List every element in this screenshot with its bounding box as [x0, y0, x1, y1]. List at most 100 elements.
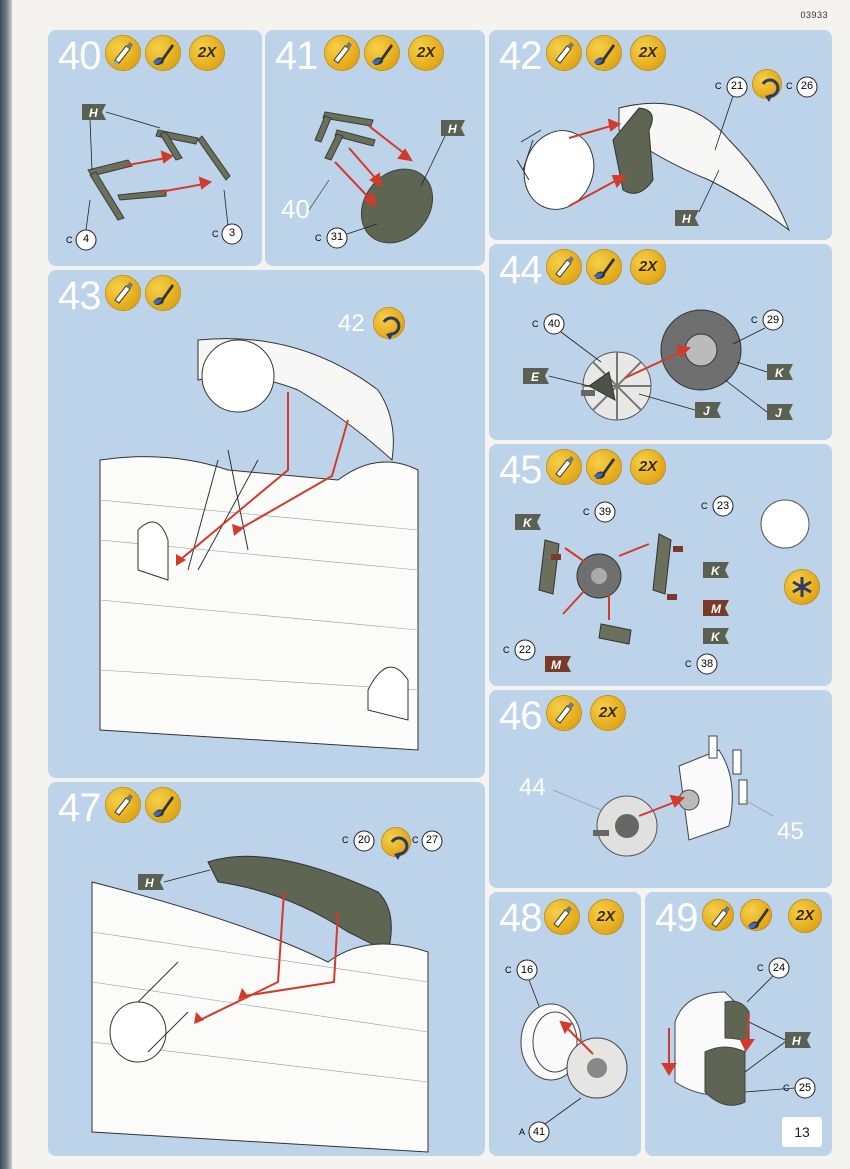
part-letter: C — [701, 501, 708, 511]
glue-icon — [547, 250, 581, 284]
step-42-illustration: H — [516, 76, 818, 232]
step-40-illustration: H — [75, 104, 243, 251]
svg-text:H: H — [682, 212, 691, 226]
multi-glue-icon — [785, 570, 819, 604]
step-44-panel: 44 2X — [489, 244, 832, 440]
flag-label: M — [711, 602, 721, 616]
glue-icon — [703, 900, 733, 930]
step-42-panel: 42 2X H C 21 C 26 — [489, 30, 832, 240]
glue-icon — [106, 276, 140, 310]
part-number: 39 — [598, 506, 612, 518]
page-edge-shadow — [0, 0, 12, 1169]
flag-label: K — [711, 564, 720, 578]
reference-step: 42 — [338, 310, 365, 337]
part-number: 24 — [772, 962, 786, 974]
part-number: 20 — [357, 834, 371, 846]
step-40-panel: 40 2X H C 4 C 3 — [48, 30, 262, 266]
part-number: 29 — [766, 314, 780, 326]
step-number: 44 — [499, 248, 542, 292]
glue-icon — [545, 900, 579, 934]
step-number: 46 — [499, 694, 542, 738]
page-number: 13 — [782, 1117, 822, 1147]
part-letter: C — [715, 81, 722, 91]
part-letter: C — [783, 1083, 790, 1093]
step-41-illustration: H — [308, 111, 465, 249]
step-43-panel: 43 42 — [48, 270, 485, 778]
part-letter: C — [685, 659, 692, 669]
svg-text:H: H — [145, 876, 154, 890]
paint-brush-icon — [587, 250, 621, 284]
flip-icon — [753, 70, 781, 102]
flag-label: E — [531, 370, 540, 384]
flag-label: J — [775, 406, 782, 420]
glue-icon — [106, 788, 140, 822]
quantity-badge: 2X — [631, 36, 665, 70]
part-number: 31 — [330, 231, 344, 243]
flag-label: K — [523, 516, 532, 530]
reference-step: 40 — [281, 194, 310, 224]
part-number: 27 — [425, 834, 439, 846]
paint-brush-icon — [365, 36, 399, 70]
glue-icon — [547, 450, 581, 484]
quantity-badge: 2X — [789, 900, 821, 932]
part-letter: A — [519, 1127, 526, 1137]
flag-label: K — [711, 630, 720, 644]
step-46-illustration — [552, 735, 774, 857]
kit-code: 03933 — [800, 10, 828, 20]
step-43-illustration — [99, 338, 419, 751]
part-letter: C — [583, 507, 590, 517]
step-48-panel: 48 2X C 16 A 41 — [489, 892, 641, 1156]
quantity-badge: 2X — [631, 250, 665, 284]
step-49-illustration: H — [661, 957, 816, 1106]
part-number: 4 — [82, 233, 90, 245]
part-letter: C — [342, 835, 349, 845]
step-44-illustration — [523, 309, 793, 421]
svg-text:H: H — [89, 106, 98, 120]
paint-brush-icon — [587, 36, 621, 70]
paint-brush-icon — [587, 450, 621, 484]
step-48-illustration — [516, 959, 628, 1143]
part-letter: C — [212, 229, 219, 239]
step-47-panel: 47 H C 20 C 27 — [48, 782, 485, 1156]
step-47-illustration: H — [91, 830, 443, 1153]
glue-icon — [106, 36, 140, 70]
quantity-badge: 2X — [409, 36, 443, 70]
reference-step: 44 — [519, 774, 546, 801]
step-number: 43 — [58, 274, 101, 318]
step-45-illustration — [514, 495, 810, 675]
part-number: 16 — [520, 964, 534, 976]
part-letter: C — [66, 235, 73, 245]
part-letter: C — [315, 233, 322, 243]
step-number: 45 — [499, 448, 542, 492]
part-number: 3 — [228, 227, 236, 239]
step-number: 41 — [275, 34, 318, 78]
step-number: 49 — [655, 896, 698, 940]
paint-brush-icon — [146, 276, 180, 310]
decal-icon — [741, 900, 771, 930]
part-letter: C — [412, 835, 419, 845]
part-number: 22 — [518, 644, 532, 656]
paint-brush-icon — [146, 36, 180, 70]
part-letter: C — [757, 963, 764, 973]
step-41-panel: 41 2X H 40 C 31 — [265, 30, 485, 266]
quantity-badge: 2X — [589, 900, 623, 934]
glue-icon — [325, 36, 359, 70]
part-number: 25 — [798, 1082, 812, 1094]
glue-icon — [547, 696, 581, 730]
quantity-badge: 2X — [591, 696, 625, 730]
part-number: 41 — [532, 1126, 546, 1138]
part-letter: C — [532, 319, 539, 329]
step-number: 47 — [58, 786, 101, 830]
step-number: 48 — [499, 896, 542, 940]
part-number: 40 — [547, 318, 561, 330]
paint-brush-icon — [146, 788, 180, 822]
part-number: 23 — [716, 500, 730, 512]
step-number: 42 — [499, 34, 542, 78]
flip-icon — [382, 828, 410, 860]
flag-label: J — [703, 404, 710, 418]
part-number: 38 — [700, 658, 714, 670]
part-letter: C — [503, 645, 510, 655]
part-letter: C — [786, 81, 793, 91]
reference-step: 45 — [777, 818, 804, 845]
part-number: 21 — [730, 80, 744, 92]
